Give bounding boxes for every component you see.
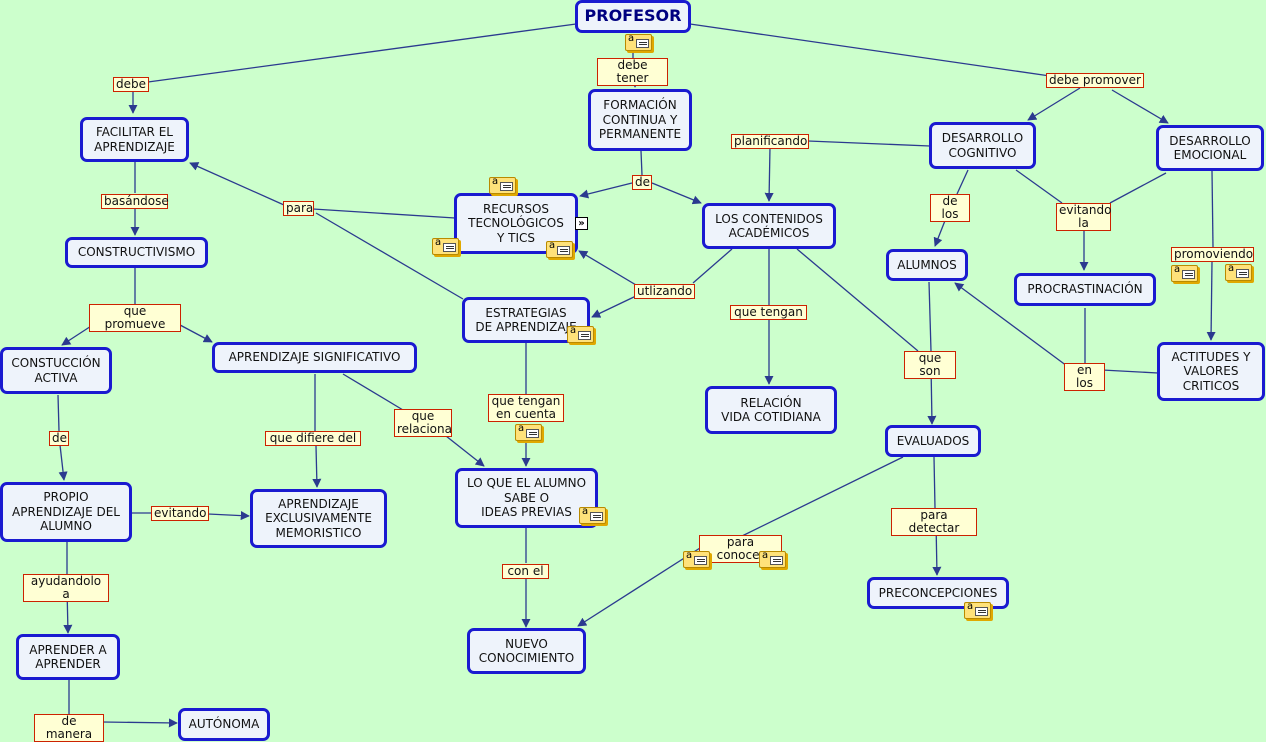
node-formacion-continua[interactable]: FORMACIÓN CONTINUA Y PERMANENTE	[588, 89, 692, 151]
label-para[interactable]: para	[283, 201, 314, 216]
label-planificando[interactable]: planificando	[731, 134, 809, 149]
label-ayudandolo-a[interactable]: ayudandolo a	[23, 574, 109, 602]
node-alumnos[interactable]: ALUMNOS	[886, 249, 968, 281]
note-icon[interactable]: a	[1171, 264, 1198, 282]
label-en-los[interactable]: en los	[1064, 363, 1105, 391]
node-aprendizaje-memoristico[interactable]: APRENDIZAJE EXCLUSIVAMENTE MEMORISTICO	[250, 489, 387, 548]
node-desarrollo-cognitivo[interactable]: DESARROLLO COGNITIVO	[929, 122, 1036, 169]
label-promoviendo[interactable]: promoviendo	[1171, 247, 1254, 262]
node-estrategias-aprendizaje[interactable]: ESTRATEGIAS DE APRENDIZAJE	[462, 297, 590, 343]
label-que-son[interactable]: que son	[904, 351, 956, 379]
label-para-conocer[interactable]: para conocer	[699, 535, 782, 563]
node-propio-aprendizaje[interactable]: PROPIO APRENDIZAJE DEL ALUMNO	[0, 482, 132, 542]
label-de-los[interactable]: de los	[930, 194, 970, 222]
label-evitando[interactable]: evitando	[151, 506, 209, 521]
note-icon[interactable]: a	[546, 240, 573, 258]
note-icon[interactable]: a	[759, 550, 786, 568]
label-debe[interactable]: debe	[113, 77, 149, 92]
node-aprender-a-aprender[interactable]: APRENDER A APRENDER	[16, 634, 120, 680]
node-profesor[interactable]: PROFESOR	[575, 0, 691, 33]
note-icon[interactable]: a	[579, 506, 606, 524]
label-que-promueve[interactable]: que promueve	[89, 304, 181, 332]
expand-icon[interactable]: »	[575, 217, 588, 230]
label-basandose[interactable]: basándose	[101, 194, 169, 209]
node-recursos-tecnologicos[interactable]: RECURSOS TECNOLÓGICOS Y TICS	[454, 193, 578, 254]
node-nuevo-conocimiento[interactable]: NUEVO CONOCIMIENTO	[467, 628, 586, 674]
label-que-tengan-en-cuenta[interactable]: que tengan en cuenta	[488, 394, 564, 422]
label-de-construccion[interactable]: de	[49, 431, 69, 446]
node-evaluados[interactable]: EVALUADOS	[885, 425, 981, 457]
label-de-formacion[interactable]: de	[632, 175, 652, 190]
label-que-tengan[interactable]: que tengan	[730, 305, 807, 320]
note-icon[interactable]: a	[515, 423, 542, 441]
note-icon[interactable]: a	[567, 325, 594, 343]
node-autonoma[interactable]: AUTÓNOMA	[178, 708, 270, 741]
note-icon[interactable]: a	[683, 550, 710, 568]
label-de-manera[interactable]: de manera	[34, 714, 104, 742]
node-desarrollo-emocional[interactable]: DESARROLLO EMOCIONAL	[1156, 125, 1264, 171]
node-lo-que-sabe[interactable]: LO QUE EL ALUMNO SABE O IDEAS PREVIAS	[455, 468, 598, 528]
label-que-relaciona[interactable]: que relaciona	[394, 409, 452, 437]
label-utlizando[interactable]: utlizando	[634, 284, 695, 299]
note-icon[interactable]: a	[625, 33, 652, 51]
note-icon[interactable]: a	[1225, 263, 1252, 281]
node-actitudes-valores[interactable]: ACTITUDES Y VALORES CRITICOS	[1157, 342, 1265, 401]
node-constructivismo[interactable]: CONSTRUCTIVISMO	[65, 237, 208, 268]
node-aprendizaje-significativo[interactable]: APRENDIZAJE SIGNIFICATIVO	[212, 342, 417, 373]
node-facilitar-aprendizaje[interactable]: FACILITAR EL APRENDIZAJE	[80, 117, 189, 162]
node-relacion-vida-cotidiana[interactable]: RELACIÓN VIDA COTIDIANA	[705, 386, 837, 434]
label-evitando-la[interactable]: evitando la	[1056, 203, 1111, 231]
node-construccion-activa[interactable]: CONSTUCCIÓN ACTIVA	[0, 347, 112, 394]
label-que-difiere-del[interactable]: que difiere del	[265, 431, 361, 446]
note-icon[interactable]: a	[489, 176, 516, 194]
label-con-el[interactable]: con el	[502, 564, 549, 579]
note-icon[interactable]: a	[432, 237, 459, 255]
label-para-detectar[interactable]: para detectar	[891, 508, 977, 536]
label-debe-tener[interactable]: debe tener	[597, 58, 668, 86]
label-debe-promover[interactable]: debe promover	[1046, 73, 1144, 88]
node-contenidos-academicos[interactable]: LOS CONTENIDOS ACADÉMICOS	[702, 203, 836, 249]
note-icon[interactable]: a	[964, 601, 991, 619]
node-procrastinacion[interactable]: PROCRASTINACIÓN	[1014, 273, 1156, 306]
